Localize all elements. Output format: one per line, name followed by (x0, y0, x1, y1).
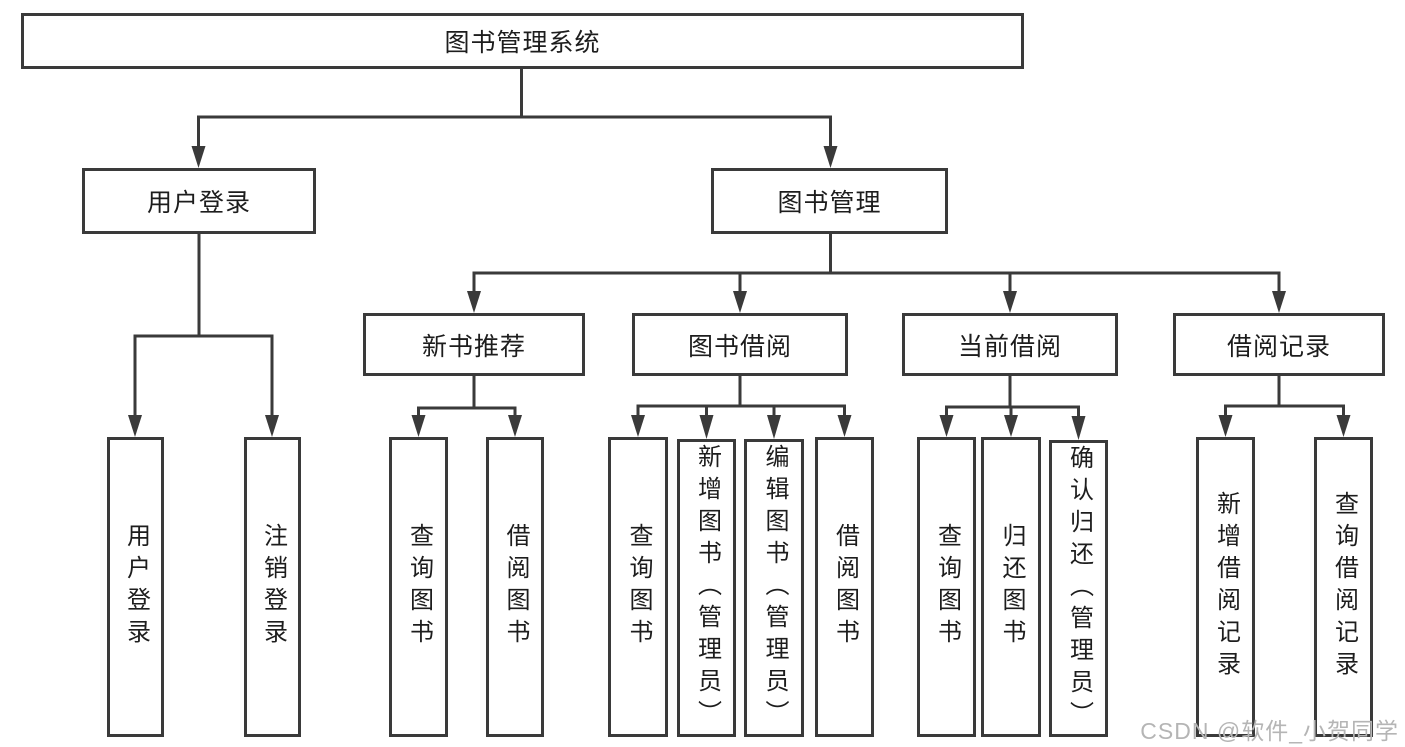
leaf-query-book-2: 查询图书 (608, 437, 668, 737)
leaf-add-book-admin: 新增图书（管理员） (677, 439, 736, 737)
leaf-return-book: 归还图书 (981, 437, 1041, 737)
node-book-borrow: 图书借阅 (632, 313, 848, 376)
node-user-login: 用户登录 (82, 168, 316, 234)
leaf-add-borrow-record: 新增借阅记录 (1196, 437, 1255, 737)
leaf-query-book-3: 查询图书 (917, 437, 976, 737)
leaf-borrow-book-2: 借阅图书 (815, 437, 874, 737)
leaf-query-borrow-record: 查询借阅记录 (1314, 437, 1373, 737)
leaf-query-book-1: 查询图书 (389, 437, 448, 737)
node-book-management: 图书管理 (711, 168, 948, 234)
node-current-borrow: 当前借阅 (902, 313, 1118, 376)
leaf-borrow-book-1: 借阅图书 (486, 437, 544, 737)
leaf-edit-book-admin: 编辑图书（管理员） (744, 439, 804, 737)
leaf-logout: 注销登录 (244, 437, 301, 737)
node-new-book-recommend: 新书推荐 (363, 313, 585, 376)
watermark: CSDN @软件_小贺同学 (1140, 718, 1399, 744)
leaf-confirm-return-admin: 确认归还（管理员） (1049, 440, 1108, 737)
leaf-user-login: 用户登录 (107, 437, 164, 737)
node-borrow-record: 借阅记录 (1173, 313, 1385, 376)
node-root: 图书管理系统 (21, 13, 1024, 69)
